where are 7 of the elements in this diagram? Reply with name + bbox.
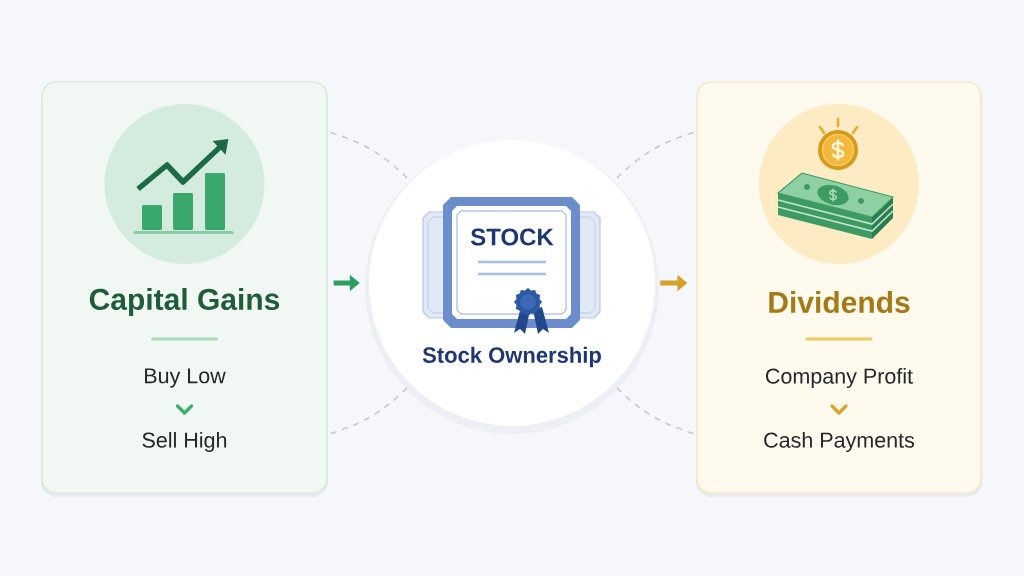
step-text: Cash Payments [764,432,915,453]
step-text: Company Profit [766,368,913,389]
chevron [175,404,194,415]
certificate: STOCK [422,197,601,334]
chevron [830,404,848,415]
step-text: Sell High [142,432,227,453]
step-text: Buy Low [145,368,226,388]
